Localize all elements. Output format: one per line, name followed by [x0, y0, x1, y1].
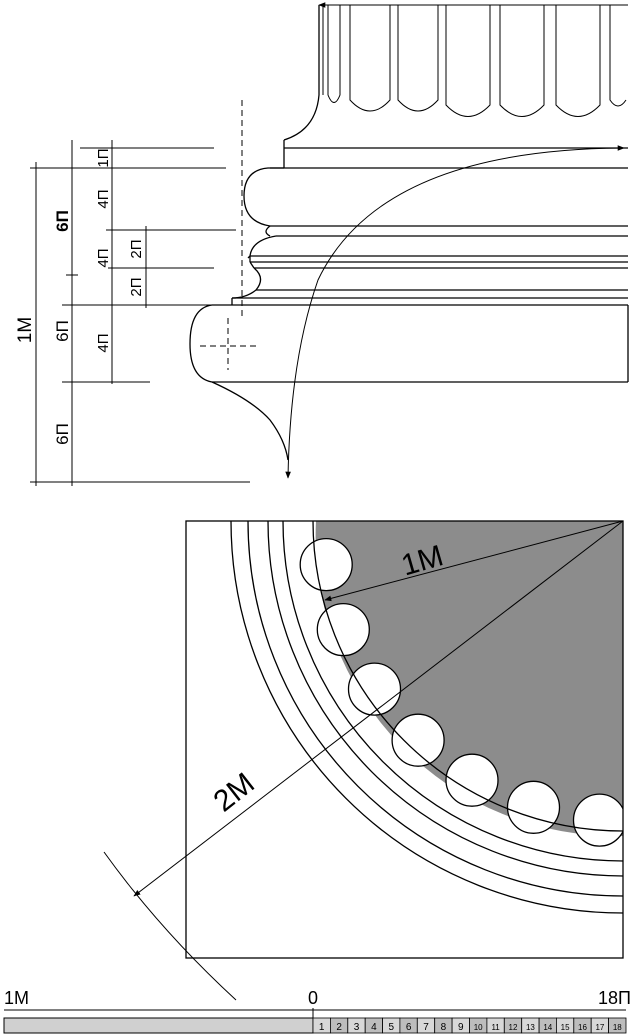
- scale-tick-label: 12: [509, 1023, 518, 1032]
- scale-tick-label: 11: [491, 1023, 500, 1032]
- dim-4P-2: 4П: [95, 248, 112, 267]
- shaft-section: [315, 521, 623, 837]
- scale-tick-label: 1: [319, 1022, 325, 1033]
- scale-tick-label: 9: [458, 1022, 464, 1033]
- fluted-shaft: [283, 4, 628, 148]
- scale-zero-label: 0: [308, 988, 318, 1008]
- plan-view: 1М 2М: [103, 520, 624, 1001]
- dim-2P-a: 2П: [128, 239, 145, 258]
- scale-tick-label: 13: [526, 1023, 535, 1032]
- scale-tick-label: 10: [474, 1023, 483, 1032]
- scale-tick-label: 18: [613, 1023, 622, 1032]
- scale-left-label: 1М: [4, 988, 29, 1008]
- scale-right-label: 18П: [598, 988, 631, 1008]
- scale-tick-label: 5: [389, 1022, 395, 1033]
- elevation-view: 1М 6П 6П 6П 1П 4П 4П 4П 2П 2П: [15, 2, 629, 486]
- flute-notches: [299, 537, 623, 847]
- flute-notch: [391, 713, 445, 767]
- scale-module-segment: [3, 1017, 314, 1034]
- dim-6P-top: 6П: [53, 210, 72, 232]
- dim-6P-bottom: 6П: [53, 423, 72, 445]
- flute-notch: [316, 602, 370, 657]
- scale-tick-label: 3: [354, 1022, 360, 1033]
- dim-1P: 1П: [95, 148, 112, 167]
- dimension-chains: [30, 140, 152, 486]
- dim-2P-b: 2П: [128, 277, 145, 296]
- dim-6P-mid: 6П: [53, 320, 72, 342]
- scale-tick-label: 2: [336, 1022, 342, 1033]
- scale-tick-cell: [608, 1017, 627, 1034]
- scale-tick-label: 7: [423, 1022, 429, 1033]
- flute-notch: [299, 537, 353, 592]
- dim-4P-1: 4П: [95, 189, 112, 208]
- flute-notch: [445, 753, 499, 807]
- base-profile: [189, 147, 629, 461]
- scale-tick-label: 4: [371, 1022, 377, 1033]
- dim-1M: 1М: [15, 317, 36, 343]
- plan-label-2M: 2М: [208, 767, 261, 819]
- scale-tick-label: 6: [406, 1022, 412, 1033]
- scale-tick-label: 14: [543, 1023, 552, 1032]
- dim-4P-3: 4П: [95, 333, 112, 352]
- flute-notch: [572, 793, 623, 847]
- scale-tick-label: 15: [561, 1023, 570, 1032]
- scale-tick-label: 16: [578, 1023, 587, 1032]
- scale-tick-label: 17: [595, 1023, 604, 1032]
- flute-notch: [506, 780, 561, 834]
- scale-tick-label: 8: [441, 1022, 447, 1033]
